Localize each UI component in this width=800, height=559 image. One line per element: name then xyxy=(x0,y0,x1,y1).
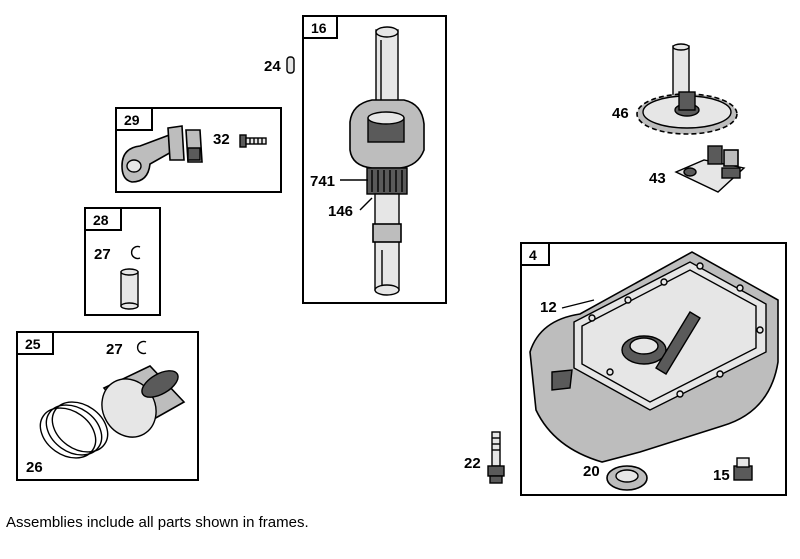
callout-43: 43 xyxy=(649,170,666,187)
crankshaft-frame: 16 xyxy=(302,15,447,304)
callout-22: 22 xyxy=(464,455,481,472)
callout-146: 146 xyxy=(328,203,353,220)
callout-741: 741 xyxy=(310,173,335,190)
drain-plug-part xyxy=(733,457,753,481)
sump-frame: 4 xyxy=(520,242,787,496)
connecting-rod-part xyxy=(121,125,203,183)
footnote: Assemblies include all parts shown in fr… xyxy=(6,514,309,531)
callout-20: 20 xyxy=(583,463,600,480)
piston-pin-frame-tag: 28 xyxy=(93,212,109,228)
callout-15: 15 xyxy=(713,467,730,484)
piston-rings-part xyxy=(39,401,109,459)
piston-pin-frame: 28 xyxy=(84,207,161,316)
callout-27-a: 27 xyxy=(94,246,111,263)
connecting-rod-frame: 29 xyxy=(115,107,282,193)
callout-26: 26 xyxy=(26,459,43,476)
piston-rings-frame-tag: 25 xyxy=(25,336,41,352)
callout-32: 32 xyxy=(213,131,230,148)
crankshaft-frame-tag: 16 xyxy=(311,20,327,36)
retainer-ring-part-b xyxy=(136,340,147,355)
piston-rings-frame: 25 xyxy=(16,331,199,481)
sump-frame-tag: 4 xyxy=(529,247,537,263)
bolt-32-part xyxy=(239,134,267,148)
crankshaft-part xyxy=(349,26,425,296)
callout-46: 46 xyxy=(612,105,629,122)
callout-24: 24 xyxy=(264,58,281,75)
leader-12 xyxy=(561,299,595,309)
callout-27-b: 27 xyxy=(106,341,123,358)
leader-146 xyxy=(359,197,373,211)
piston-part xyxy=(101,365,186,438)
connecting-rod-frame-tag: 29 xyxy=(124,112,140,128)
key-part xyxy=(286,56,295,74)
callout-12: 12 xyxy=(540,299,557,316)
piston-pin-part xyxy=(120,268,139,310)
bolt-22-part xyxy=(487,431,505,484)
cam-gear-part xyxy=(636,43,738,135)
retainer-ring-part xyxy=(130,245,141,260)
oil-seal-part xyxy=(606,465,648,491)
governor-part xyxy=(674,145,746,193)
sump-part xyxy=(529,251,779,463)
